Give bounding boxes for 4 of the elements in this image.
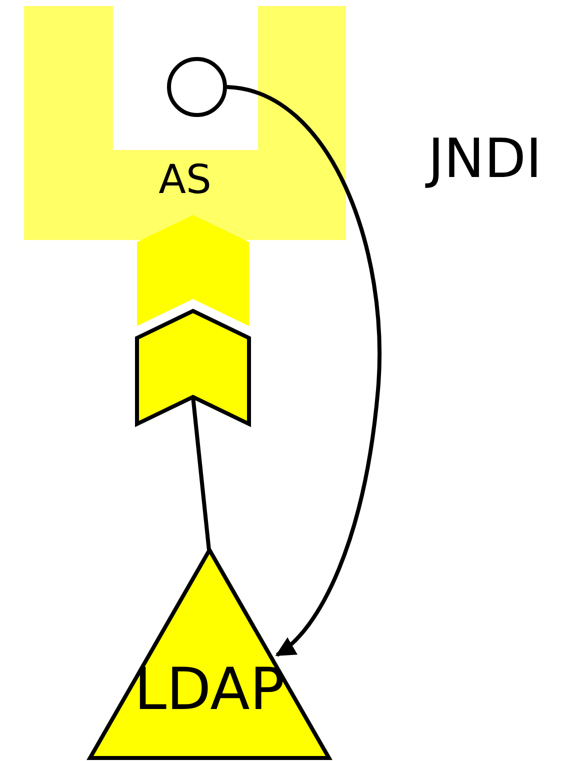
node-label: AS: [158, 160, 212, 200]
connector: [226, 85, 382, 657]
node-label: LDAP: [133, 660, 286, 718]
connector: [191, 396, 211, 550]
